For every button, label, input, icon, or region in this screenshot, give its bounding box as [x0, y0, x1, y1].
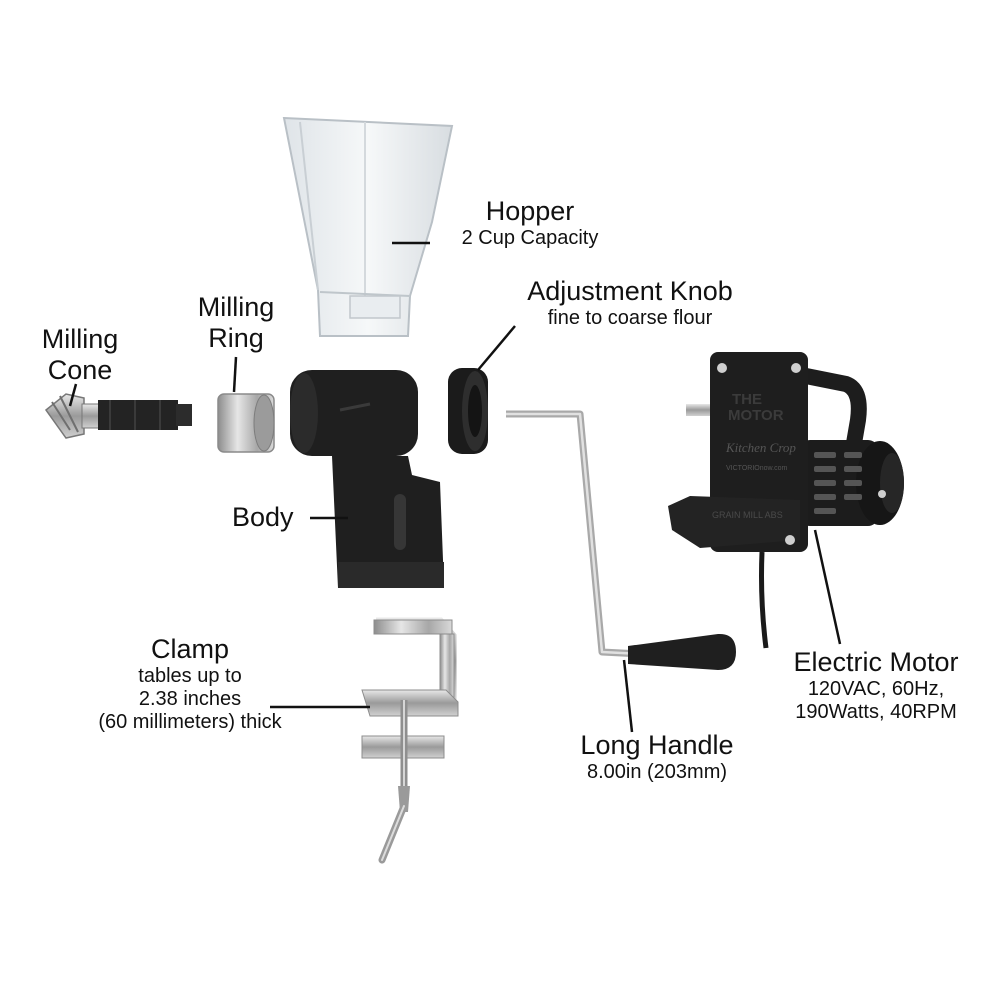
hopper-label: Hopper 2 Cup Capacity [440, 196, 620, 250]
clamp-detail-line3: (60 millimeters) thick [98, 711, 282, 734]
hopper-part [282, 116, 454, 337]
long-handle-leader-line [622, 659, 634, 733]
milling-cone-leader-line [68, 383, 78, 407]
adjustment-knob-part [448, 368, 488, 454]
motor-marking-the: THE [732, 391, 762, 408]
milling-ring-leader-line [232, 356, 238, 393]
adjustment-knob-label: Adjustment Knob fine to coarse flour [500, 276, 760, 330]
body-label: Body [232, 502, 294, 533]
electric-motor-detail-line2: 190Watts, 40RPM [795, 701, 957, 724]
milling-ring-name-line1: Milling [197, 292, 275, 322]
clamp-detail-line1: tables up to [138, 665, 242, 688]
milling-cone-name-line1: Milling [41, 324, 119, 354]
long-handle-label: Long Handle 8.00in (203mm) [562, 730, 752, 784]
milling-cone-name-line2: Cone [47, 355, 113, 386]
motor-marking-tag: GRAIN MILL ABS [712, 510, 783, 520]
clamp-name: Clamp [150, 634, 230, 664]
motor-marking-site: VICTORIOnow.com [726, 465, 788, 472]
long-handle-part [506, 410, 736, 670]
clamp-detail-line2: 2.38 inches [138, 688, 242, 711]
hopper-detail: 2 Cup Capacity [461, 227, 599, 250]
electric-motor-part: THE MOTOR Kitchen Crop VICTORIOnow.com G… [668, 352, 904, 649]
milling-ring-label: Milling Ring [180, 292, 292, 354]
body-name: Body [232, 502, 294, 532]
long-handle-name: Long Handle [580, 730, 734, 760]
electric-motor-leader-line [813, 529, 842, 645]
electric-motor-name: Electric Motor [793, 647, 959, 677]
clamp-label: Clamp tables up to 2.38 inches (60 milli… [90, 634, 290, 734]
clamp-part [361, 617, 459, 864]
electric-motor-label: Electric Motor 120VAC, 60Hz, 190Watts, 4… [766, 647, 986, 724]
motor-marking-brand: Kitchen Crop [725, 440, 796, 455]
milling-cone-part [44, 393, 192, 439]
hopper-name: Hopper [485, 196, 575, 226]
adjustment-knob-name: Adjustment Knob [527, 276, 733, 306]
milling-cone-label: Milling Cone [24, 324, 136, 386]
body-part [290, 370, 444, 588]
long-handle-detail: 8.00in (203mm) [586, 761, 728, 784]
motor-marking-motor: MOTOR [728, 407, 784, 424]
adjustment-knob-leader-line [477, 325, 516, 371]
milling-ring-part [217, 393, 275, 453]
milling-ring-name-line2: Ring [208, 323, 264, 354]
adjustment-knob-detail: fine to coarse flour [547, 307, 713, 330]
electric-motor-detail-line1: 120VAC, 60Hz, [807, 678, 945, 701]
